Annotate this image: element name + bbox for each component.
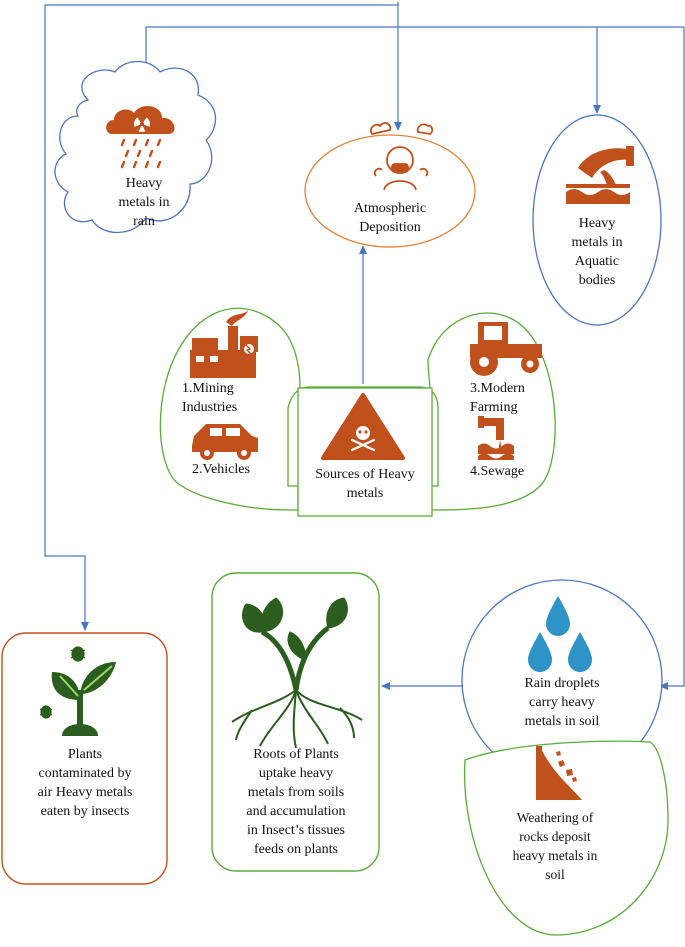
radioactive-cloud-icon — [106, 105, 175, 169]
connectors — [44, 2, 685, 690]
mask-person-icon — [370, 122, 434, 191]
aquatic-label: Heavy metals in Aquatic bodies — [571, 216, 623, 288]
weathering-node — [463, 740, 669, 936]
water-droplets-icon — [528, 596, 592, 672]
rain-label: Heavy metals in rain — [118, 176, 170, 229]
arrow-to-plants-insects — [44, 2, 399, 631]
roots-node — [211, 572, 380, 872]
aquatic-node — [532, 114, 662, 326]
sewage-label: 4.Sewage — [470, 464, 525, 479]
car-icon — [192, 424, 258, 460]
atmospheric-node — [304, 134, 476, 248]
rain-droplets-label: Rain droplets carry heavy metals in soil — [524, 676, 600, 729]
plant-roots-icon — [231, 597, 363, 749]
vehicles-label: 2.Vehicles — [192, 462, 250, 477]
tractor-icon — [470, 322, 542, 376]
factory-mining-icon — [190, 310, 258, 378]
insect-plant-icon — [39, 646, 116, 736]
sources-label: Sources of Heavy metals — [315, 467, 415, 501]
atmospheric-label: Atmospheric Deposition — [353, 201, 427, 235]
arrow-to-rain-droplets — [659, 27, 685, 690]
sewage-pipe-icon — [478, 416, 514, 460]
arrow-top-bus — [145, 26, 684, 70]
rain-cloud-node — [54, 60, 217, 233]
water-pipe-waves-icon — [566, 146, 634, 204]
roots-label: Roots of Plants uptake heavy metals from… — [246, 747, 346, 857]
rockfall-icon — [536, 746, 582, 800]
weathering-label: Weathering of rocks deposit heavy metals… — [512, 810, 598, 882]
mining-label: 1.Mining Industries — [182, 381, 238, 415]
farming-label: 3.Modern Farming — [470, 381, 525, 415]
toxic-hazard-icon — [321, 393, 405, 460]
plants-insects-label: Plants contaminated by air Heavy metals … — [37, 747, 133, 819]
plants-insects-node — [1, 632, 168, 885]
